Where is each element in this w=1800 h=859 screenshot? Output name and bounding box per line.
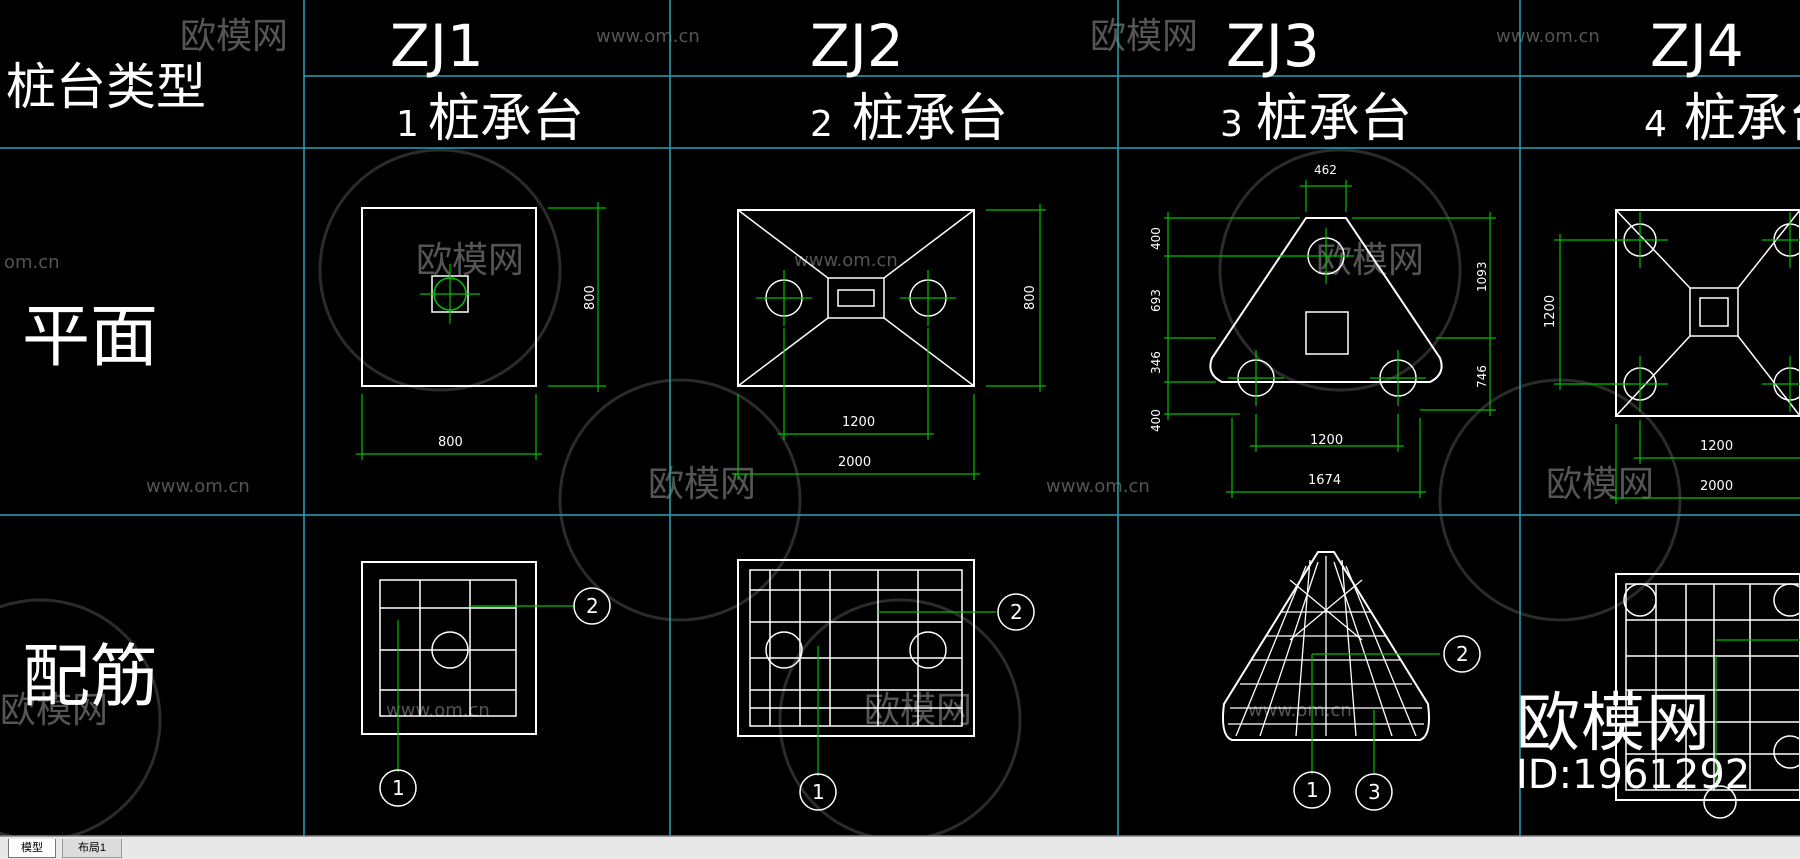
tab-layout1[interactable]: 布局1 [62, 839, 122, 858]
watermark-url: www.om.cn [386, 700, 490, 721]
watermark-url: om.cn [4, 252, 60, 273]
dim-label: 1674 [1308, 473, 1341, 488]
col-code-zj1: ZJ1 [390, 12, 484, 80]
col-code-zj2: ZJ2 [810, 12, 904, 80]
watermark-brand: 欧模网 [1316, 240, 1424, 281]
watermark-brand: 欧模网 [0, 690, 108, 731]
tab-model[interactable]: 模型 [8, 839, 56, 858]
dim-label: 1200 [842, 415, 875, 430]
col-code-zj4: ZJ4 [1650, 12, 1744, 80]
overlay-brand-text: 欧模网 [1516, 687, 1711, 761]
rebar-mark: 2 [586, 594, 599, 618]
watermark-url: www.om.cn [794, 250, 898, 271]
row-label-type: 桩台类型 [6, 58, 206, 116]
watermark-layer: 欧模网 www.om.cn 欧模网 www.om.cn om.cn 欧模网 ww… [0, 16, 1654, 731]
zj2-rebar[interactable]: 1 2 [737, 559, 1035, 811]
rebar-mark: 2 [1456, 642, 1469, 666]
watermark-url: www.om.cn [1046, 476, 1150, 497]
dim-label: 800 [438, 435, 463, 450]
dim-label: 2000 [838, 455, 871, 470]
zj1-plan[interactable]: 800 800 [356, 202, 606, 460]
watermark-brand: 欧模网 [416, 240, 524, 281]
col-num-3: 3 [1220, 104, 1243, 145]
watermark-brand: 欧模网 [648, 464, 756, 505]
watermark-url: www.om.cn [596, 26, 700, 47]
layout-tab-bar: 模型 布局1 [0, 836, 1800, 859]
col-code-zj3: ZJ3 [1226, 12, 1320, 80]
watermark-url: www.om.cn [1248, 700, 1352, 721]
col-title-3: 桩承台 [1256, 89, 1412, 149]
row-label-rebar: 配筋 [22, 638, 158, 717]
col-title-1: 桩承台 [428, 89, 584, 149]
col-num-2: 2 [810, 104, 833, 145]
watermark-url: www.om.cn [1496, 26, 1600, 47]
dim-label: 693 [1149, 289, 1163, 312]
table-grid [0, 0, 1800, 836]
dim-label: 800 [1023, 285, 1038, 310]
dim-label: 346 [1149, 351, 1163, 374]
watermark-brand: 欧模网 [1546, 464, 1654, 505]
dim-label: 462 [1314, 163, 1337, 177]
dim-label: 800 [583, 285, 598, 310]
dim-label: 2000 [1700, 479, 1733, 494]
rebar-mark: 2 [1010, 600, 1023, 624]
zj1-rebar[interactable]: 1 2 [361, 561, 611, 807]
dim-label: 400 [1149, 227, 1163, 250]
dim-label: 400 [1149, 409, 1163, 432]
zj3-rebar[interactable]: 1 3 2 [1222, 551, 1481, 811]
dim-label: 746 [1475, 365, 1489, 388]
dim-label: 1200 [1700, 439, 1733, 454]
col-title-2: 桩承台 [852, 89, 1008, 149]
rebar-mark: 1 [812, 780, 825, 804]
watermark-url: www.om.cn [146, 476, 250, 497]
overlay-id-text: ID:1961292 [1516, 752, 1751, 798]
watermark-brand: 欧模网 [180, 16, 288, 57]
zj2-plan[interactable]: 1200 2000 800 [732, 204, 1046, 480]
cad-drawing-area[interactable]: 欧模网 www.om.cn 欧模网 www.om.cn om.cn 欧模网 ww… [0, 0, 1800, 836]
col-title-4: 桩承台 [1684, 89, 1800, 149]
dim-label: 1200 [1310, 433, 1343, 448]
dim-label: 1093 [1475, 261, 1489, 292]
row-label-plan: 平面 [22, 298, 158, 377]
dim-label: 1200 [1543, 295, 1558, 328]
zj4-rebar[interactable] [1615, 573, 1800, 819]
col-num-1: 1 [396, 104, 419, 145]
rebar-mark: 1 [392, 776, 405, 800]
watermark-brand: 欧模网 [1090, 16, 1198, 57]
rebar-mark: 3 [1368, 780, 1381, 804]
rebar-mark: 1 [1306, 778, 1319, 802]
zj4-plan[interactable]: 1200 1200 2000 [1543, 209, 1800, 504]
col-num-4: 4 [1644, 104, 1667, 145]
zj3-plan[interactable]: 462 400 693 346 400 1093 746 1200 1674 [1149, 163, 1496, 498]
